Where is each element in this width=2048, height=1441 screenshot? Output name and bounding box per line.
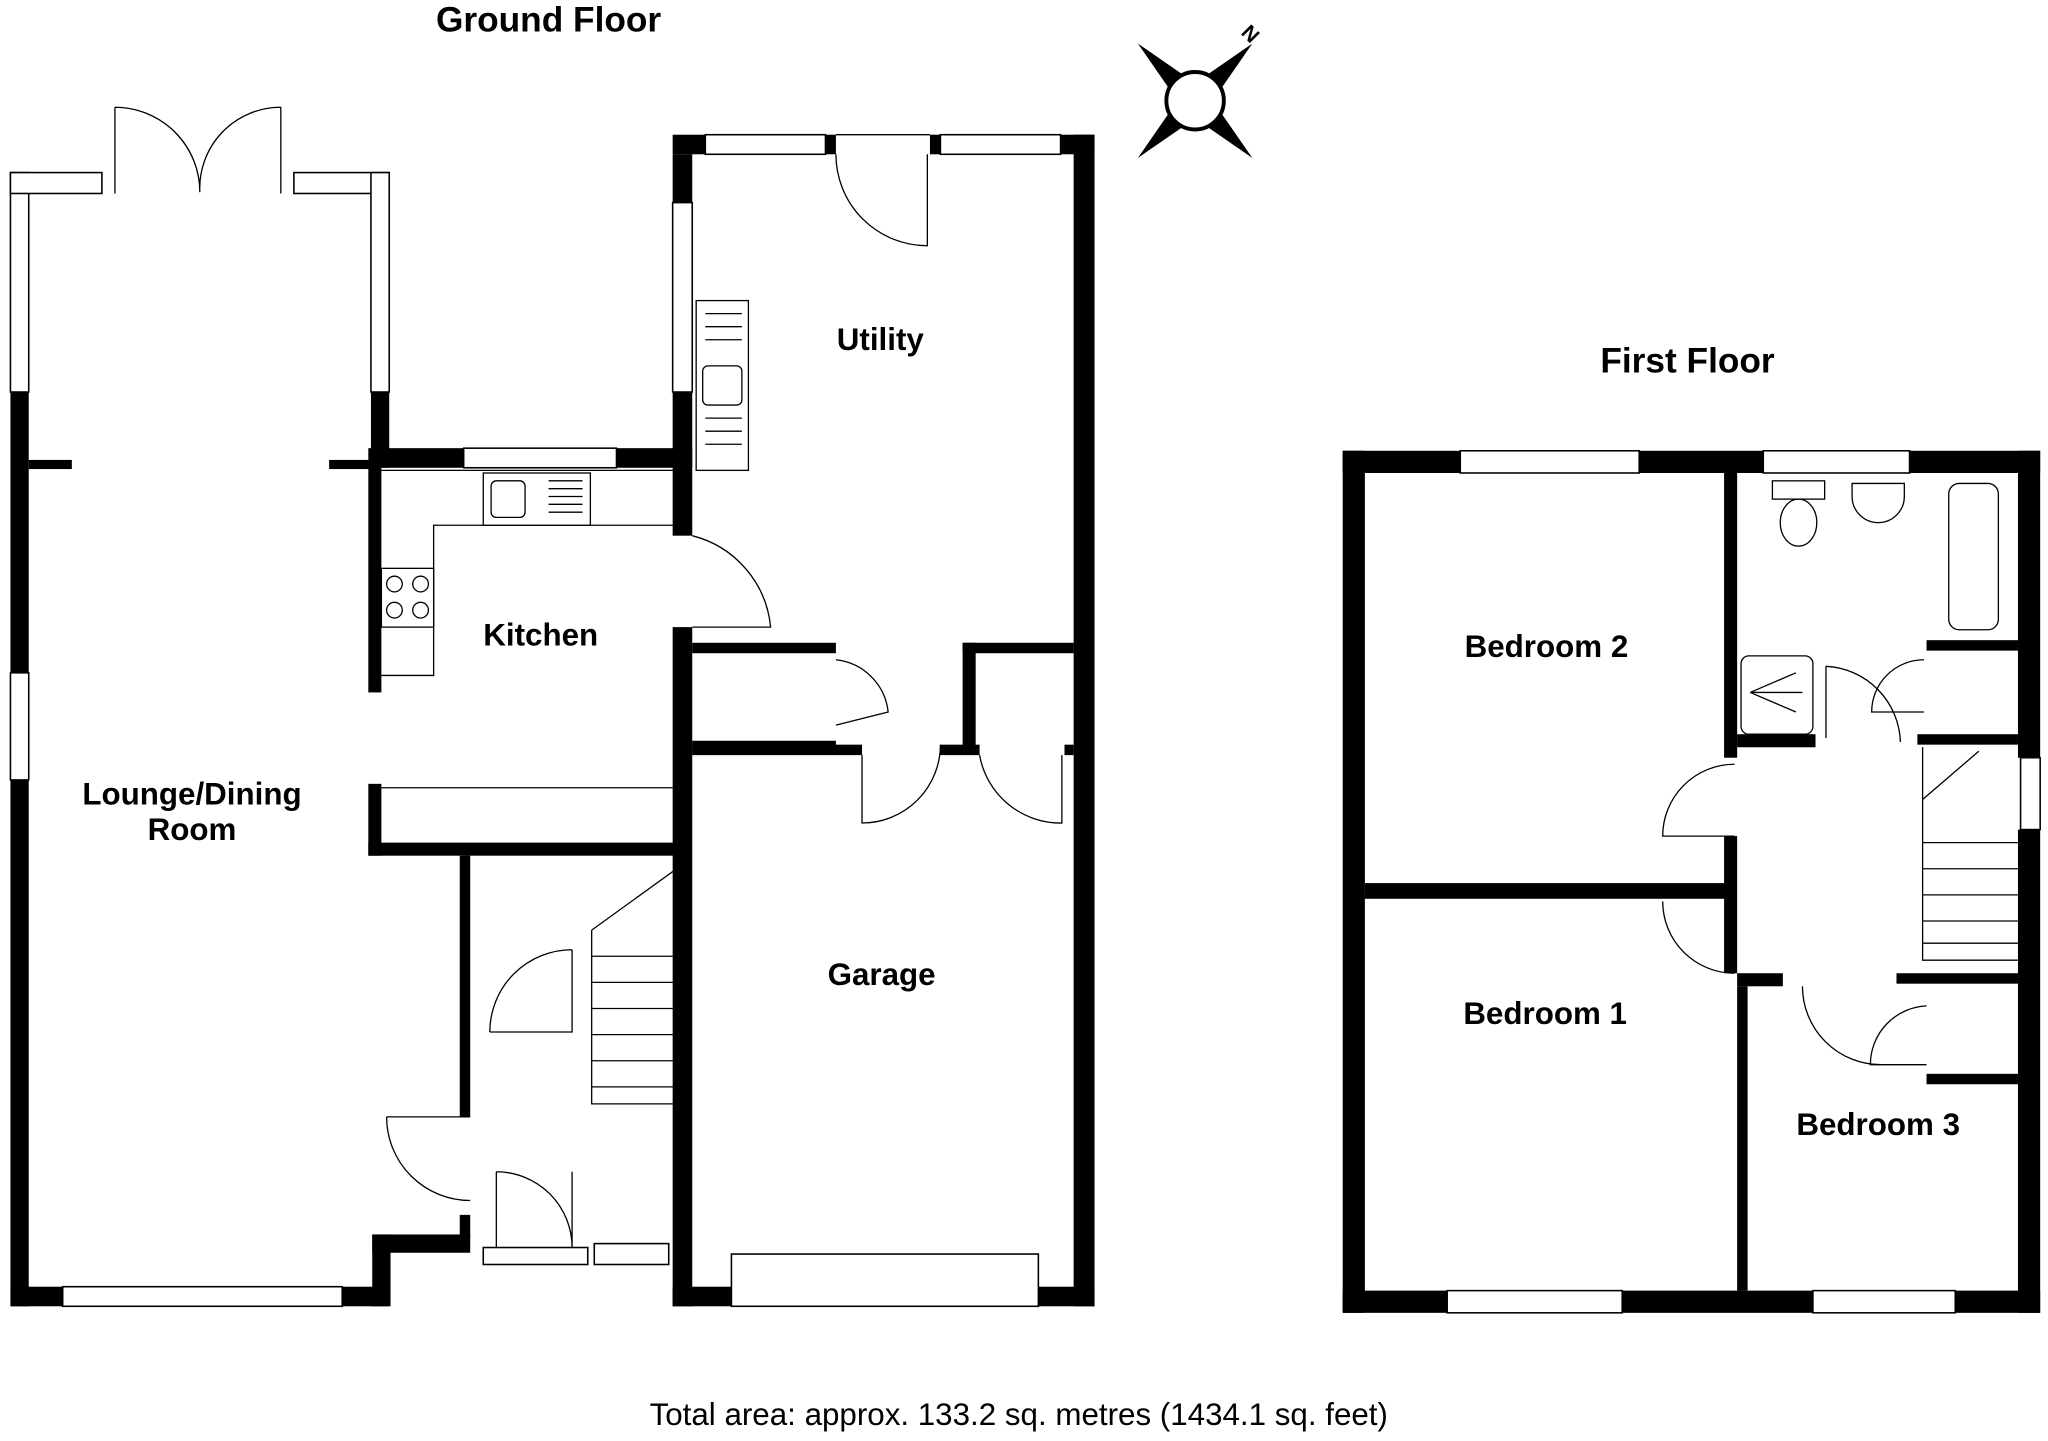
total-area-text: Total area: approx. 133.2 sq. metres (14… [650, 1397, 1388, 1432]
room-label-bedroom-2: Bedroom 2 [1465, 629, 1629, 664]
room-label-bedroom-1: Bedroom 1 [1463, 996, 1627, 1031]
first-floor-title: First Floor [1600, 341, 1775, 380]
room-label-utility: Utility [837, 322, 925, 357]
room-label-kitchen: Kitchen [483, 617, 598, 652]
room-label-garage: Garage [828, 957, 936, 992]
compass-north-label: N [1237, 21, 1264, 48]
room-label-bedroom-3: Bedroom 3 [1796, 1107, 1960, 1142]
room-label-lounge-line2: Room [148, 812, 237, 847]
ground-floor-title: Ground Floor [436, 1, 661, 40]
room-label-lounge: Lounge/Dining [82, 777, 301, 812]
compass-icon [1137, 43, 1253, 159]
ground-floor-plan [9, 106, 1095, 1308]
first-floor-plan [1342, 450, 2041, 1314]
